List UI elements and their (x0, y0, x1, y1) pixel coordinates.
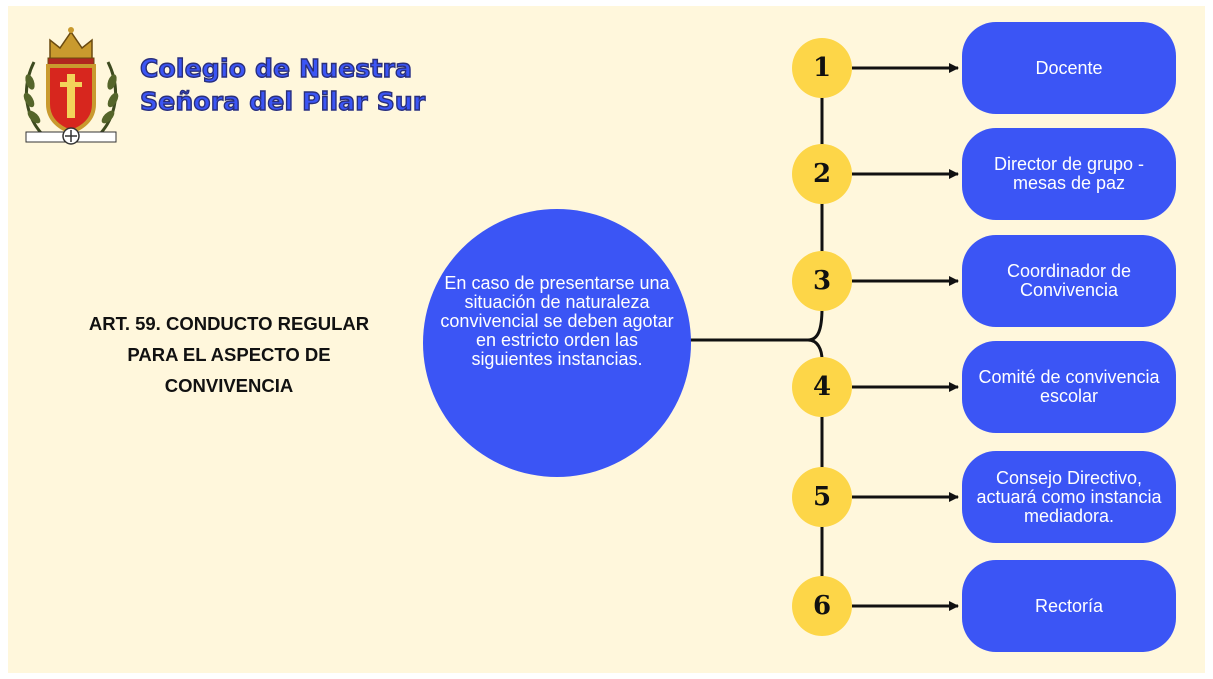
step-number-6: 6 (792, 576, 852, 636)
step-number-4: 4 (792, 357, 852, 417)
school-crest-logo (23, 27, 119, 145)
step-label-1: Docente (1035, 57, 1103, 78)
step-label-5: Consejo Directivo, actuará como instanci… (976, 467, 1162, 526)
step-number-2: 2 (792, 144, 852, 204)
step-number-1: 1 (792, 38, 852, 98)
step-label-6: Rectoría (1034, 595, 1104, 616)
step-box-docente: Docente (962, 22, 1176, 114)
step-box-coordinador: Coordinador de Convivencia (962, 235, 1176, 327)
step-number-5: 5 (792, 467, 852, 527)
article-title: ART. 59. CONDUCTO REGULAR PARA EL ASPECT… (88, 313, 370, 396)
school-name-line-2: Señora del Pilar Sur (139, 86, 426, 116)
step-box-consejo-directivo: Consejo Directivo, actuará como instanci… (962, 451, 1176, 543)
school-name: Colegio de Nuestra Señora del Pilar Sur (139, 52, 426, 118)
step-box-director-de-grupo: Director de grupo - mesas de paz (962, 128, 1176, 220)
step-box-rectoria: Rectoría (962, 560, 1176, 652)
center-instruction-text: En caso de presentarse una situación de … (440, 272, 674, 369)
step-box-comite: Comité de convivencia escolar (962, 341, 1176, 433)
center-instruction-circle: En caso de presentarse una situación de … (423, 209, 691, 477)
school-name-line-1: Colegio de Nuestra (139, 53, 413, 83)
step-label-4: Comité de convivencia escolar (978, 367, 1160, 406)
step-label-2: Director de grupo - mesas de paz (993, 154, 1145, 193)
step-label-3: Coordinador de Convivencia (1006, 261, 1132, 300)
step-number-3: 3 (792, 251, 852, 311)
brace-upper (686, 307, 824, 342)
